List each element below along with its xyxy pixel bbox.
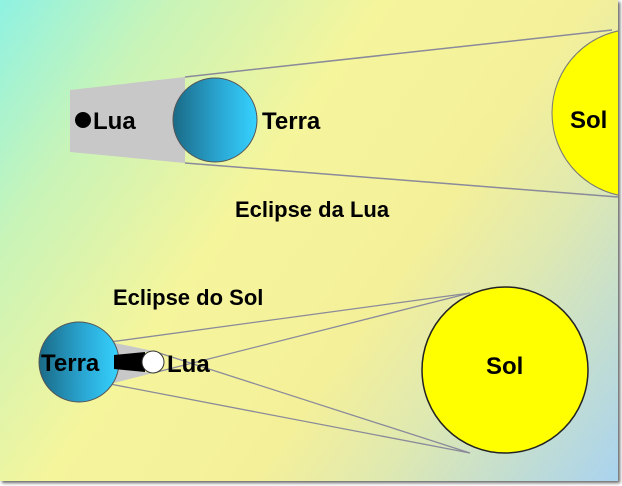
ray-outer-top: [109, 292, 471, 343]
lunar-eclipse-group: Lua Terra Sol Eclipse da Lua: [70, 29, 618, 222]
sun-circle: [421, 286, 589, 454]
sun-label: Sol: [570, 107, 607, 134]
umbra-wedge: [114, 352, 145, 372]
light-ray-bottom: [184, 162, 618, 198]
sun-label: Sol: [486, 353, 523, 380]
earth-label: Terra: [41, 350, 100, 377]
moon-circle: [141, 350, 165, 374]
earth-shadow-cone: [70, 77, 185, 163]
sun-circle: [551, 30, 618, 196]
ray-cross-1: [152, 292, 471, 374]
solar-eclipse-title: Eclipse do Sol: [113, 285, 263, 310]
moon-label: Lua: [93, 108, 136, 135]
moon-dot: [75, 112, 91, 128]
penumbra-lower: [110, 369, 153, 384]
earth-label: Terra: [262, 108, 321, 135]
lunar-eclipse-title: Eclipse da Lua: [235, 197, 390, 222]
ray-outer-bottom: [109, 383, 471, 454]
light-ray-top: [184, 29, 613, 78]
ray-cross-2: [152, 350, 471, 454]
moon-label: Lua: [167, 351, 210, 378]
solar-eclipse-group: Eclipse do Sol Terra Lua Sol: [38, 285, 589, 454]
earth-circle: [172, 77, 258, 163]
